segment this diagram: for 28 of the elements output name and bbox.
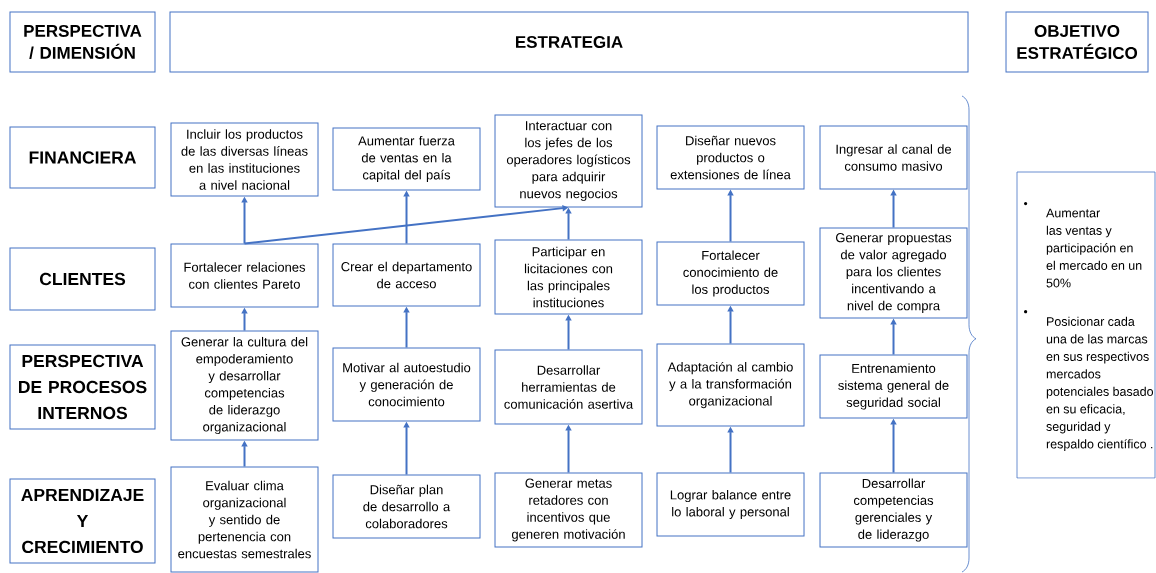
strategy-box: Crear el departamento de acceso [332,243,481,307]
strategy-box: Fortalecer conocimiento de los productos [656,241,805,306]
strategy-box: Entrenamiento sistema general de seguridad social [819,354,968,419]
strategy-box: Adaptación al cambio y a la transformación organizacional [656,343,805,427]
strategy-box: Participar en licitaciones con las principales instituciones [494,239,643,315]
header-box: PERSPECTIVA / DIMENSIÓN [9,11,156,73]
strategy-box: Incluir los productos de las diversas líneas en las instituciones a nivel nacional [170,122,319,197]
strategy-box: Diseñar nuevos productos o extensiones de línea [656,125,805,190]
header-box: ESTRATEGIA [169,11,969,73]
strategy-box: Ingresar al canal de consumo masivo [819,125,968,190]
strategy-box: Motivar al autoestudio y generación de conocimiento [332,347,481,422]
perspective-box: PERSPECTIVA DE PROCESOS INTERNOS [9,344,156,430]
strategy-box: Desarrollar competencias gerenciales y de liderazgo [819,472,968,548]
perspective-box: CLIENTES [9,247,156,311]
strategy-box: Interactuar con los jefes de los operadores logísticos para adquirir nuevos negocios [494,114,643,208]
header-box: OBJETIVO ESTRATÉGICO [1005,11,1149,73]
strategy-box: Diseñar plan de desarrollo a colaboradores [332,474,481,539]
strategy-box: Evaluar clima organizacional y sentido de pertenencia con encuestas semestrales [170,466,319,573]
perspective-box: APRENDIZAJE Y CRECIMIENTO [9,478,156,564]
strategy-box: Lograr balance entre lo laboral y personal [656,472,805,537]
perspective-box: FINANCIERA [9,126,156,189]
strategy-box: Desarrollar herramientas de comunicación asertiva [494,349,643,425]
strategy-box: Fortalecer relaciones con clientes Pareto [170,243,319,308]
strategy-box: Generar la cultura del empoderamiento y desarrollar competencias de liderazgo organizacional [170,330,319,441]
strategy-box: Generar metas retadores con incentivos que generen motivación [494,472,643,548]
strategy-box: Generar propuestas de valor agregado para los clientes incentivando a nivel de compra [819,227,968,319]
strategy-box: Aumentar fuerza de ventas en la capital del país [332,127,481,191]
objective-box: Aumentar las ventas y participación en el mercado en un 50% Posicionar cada una de las marcas en sus respectivos mercados potenciales basado en su eficacia, seguridad y respaldo científico . [1016,171,1156,479]
